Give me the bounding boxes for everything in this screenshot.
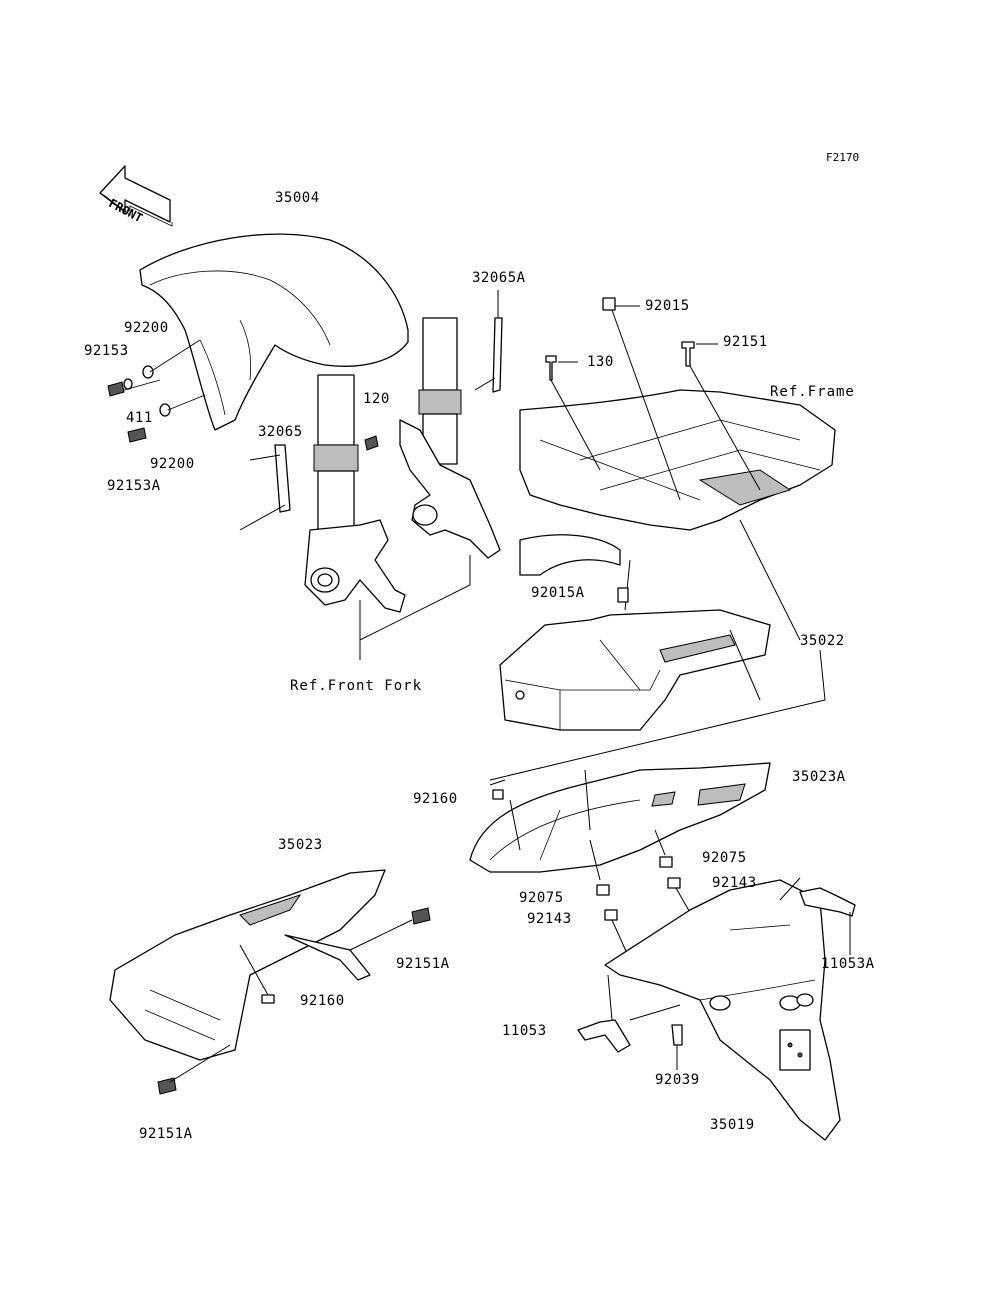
label-92039: 92039 bbox=[655, 1072, 700, 1088]
front-arrow-icon bbox=[99, 165, 173, 227]
diagram-code: F2170 bbox=[826, 151, 860, 164]
nut-92075-left bbox=[596, 884, 610, 896]
fork-ref-lead bbox=[359, 555, 471, 641]
label-92151A-right: 92151A bbox=[396, 956, 450, 972]
seat-cowl-35023A bbox=[469, 762, 771, 873]
label-35019: 35019 bbox=[710, 1117, 755, 1133]
label-92160-bottom: 92160 bbox=[300, 993, 345, 1009]
nut-92143-right bbox=[667, 877, 681, 889]
label-ref-frame: Ref.Frame bbox=[770, 384, 855, 400]
label-130: 130 bbox=[587, 354, 614, 370]
undertray-35022 bbox=[499, 609, 771, 731]
nut-92143-left bbox=[604, 909, 618, 921]
nut-92015A bbox=[617, 587, 629, 603]
label-120: 120 bbox=[363, 391, 390, 407]
label-32065A: 32065A bbox=[472, 270, 526, 286]
bracket-32065 bbox=[239, 444, 291, 531]
nut-92015 bbox=[602, 297, 616, 311]
bracket-11053 bbox=[577, 974, 681, 1053]
bracket-32065A bbox=[474, 290, 503, 393]
label-35004: 35004 bbox=[275, 190, 320, 206]
label-92153A: 92153A bbox=[107, 478, 161, 494]
side-cowl-35023 bbox=[109, 869, 386, 1061]
washer-92160-b bbox=[261, 994, 275, 1004]
label-411: 411 bbox=[126, 410, 153, 426]
label-92200-bottom: 92200 bbox=[150, 456, 195, 472]
label-92151A-bottom: 92151A bbox=[139, 1126, 193, 1142]
bolt-120 bbox=[364, 435, 379, 451]
label-92015A: 92015A bbox=[531, 585, 585, 601]
bolt-92039 bbox=[671, 1024, 683, 1046]
label-92153: 92153 bbox=[84, 343, 129, 359]
rear-frame bbox=[519, 389, 836, 576]
nut-92075-right bbox=[659, 856, 673, 868]
washer-92160 bbox=[492, 789, 504, 800]
front-fork-left bbox=[304, 374, 406, 613]
label-92015: 92015 bbox=[645, 298, 690, 314]
label-92151: 92151 bbox=[723, 334, 768, 350]
bolt-92151A-right bbox=[411, 907, 431, 925]
label-35023: 35023 bbox=[278, 837, 323, 853]
label-92143-left: 92143 bbox=[527, 911, 572, 927]
label-ref-front-fork: Ref.Front Fork bbox=[290, 678, 423, 694]
label-92075-right: 92075 bbox=[702, 850, 747, 866]
bolt-92151 bbox=[681, 341, 695, 367]
bracket-11053A bbox=[779, 877, 856, 955]
bolt-130 bbox=[545, 355, 557, 381]
front-fork-right bbox=[399, 317, 501, 559]
label-32065: 32065 bbox=[258, 424, 303, 440]
label-35023A: 35023A bbox=[792, 769, 846, 785]
fender-hardware bbox=[107, 339, 206, 443]
label-11053: 11053 bbox=[502, 1023, 547, 1039]
label-92143-right: 92143 bbox=[712, 875, 757, 891]
front-fender bbox=[139, 233, 409, 431]
bolt-92151A-bottom bbox=[157, 1077, 177, 1095]
label-92200-top: 92200 bbox=[124, 320, 169, 336]
label-92160-top: 92160 bbox=[413, 791, 458, 807]
label-35022: 35022 bbox=[800, 633, 845, 649]
label-11053A: 11053A bbox=[821, 956, 875, 972]
rear-fender-35019 bbox=[604, 879, 841, 1141]
label-92075-left: 92075 bbox=[519, 890, 564, 906]
